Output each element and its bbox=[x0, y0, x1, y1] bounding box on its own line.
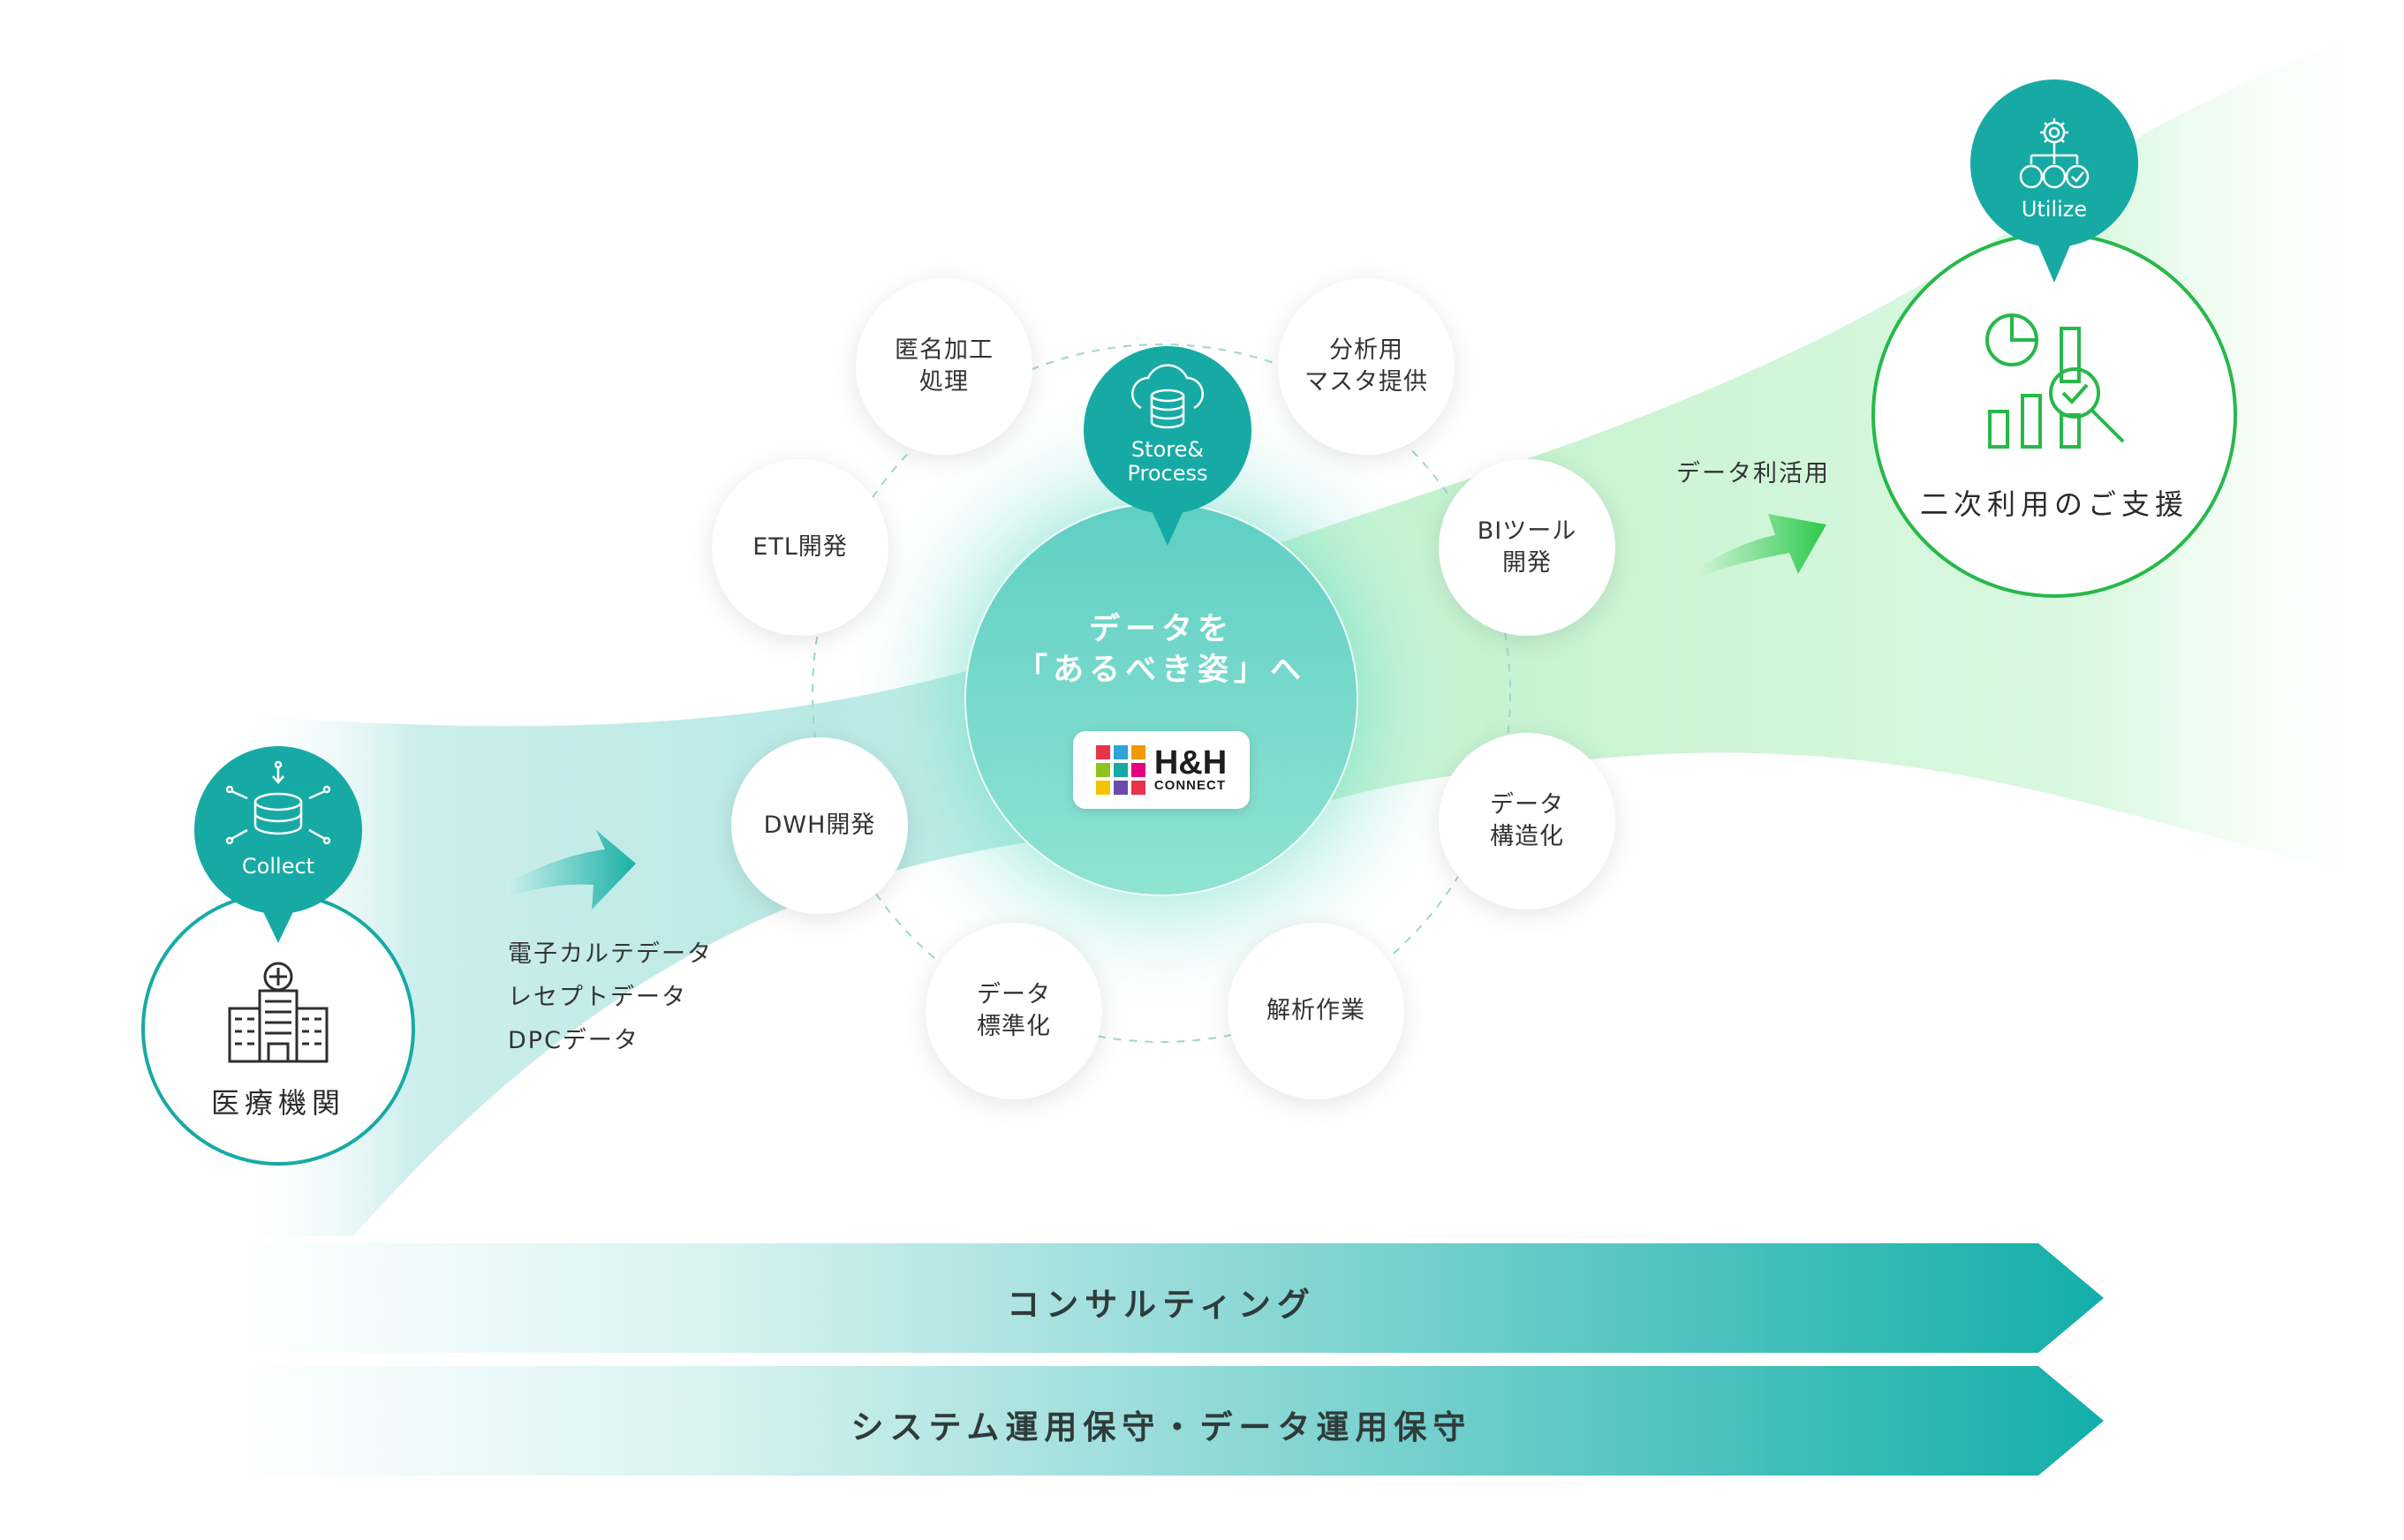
process-standardize: データ 標準化 bbox=[926, 923, 1102, 1099]
hh-connect-logo: H&H CONNECT bbox=[1073, 731, 1250, 809]
center-title: データを 「あるべき姿」へ bbox=[971, 609, 1351, 691]
process-analysis: 解析作業 bbox=[1228, 923, 1404, 1099]
collect-label: Collect bbox=[241, 854, 315, 879]
utilize-label: Utilize bbox=[2021, 197, 2088, 222]
process-etl: ETL開発 bbox=[712, 459, 888, 636]
utilize-arrow bbox=[1696, 514, 1826, 576]
logo-title: H&H bbox=[1153, 744, 1228, 781]
process-anonymize: 匿名加工 処理 bbox=[856, 278, 1032, 455]
center-circle bbox=[964, 502, 1358, 896]
store-label: Store& Process bbox=[1127, 437, 1208, 486]
utilize-bubble-tail bbox=[2033, 233, 2075, 283]
gear-hierarchy-icon bbox=[2019, 118, 2090, 189]
center-title-line1: データを bbox=[1088, 612, 1234, 647]
cloud-database-icon bbox=[1131, 364, 1204, 429]
collect-bubble-tail bbox=[258, 901, 299, 943]
data-type-dpc: DPCデータ bbox=[508, 1027, 639, 1054]
database-network-icon bbox=[225, 760, 331, 845]
data-type-ehr: 電子カルテデータ bbox=[508, 940, 713, 968]
store-bubble-tail bbox=[1146, 499, 1189, 546]
center-title-line2: 「あるべき姿」へ bbox=[1016, 653, 1306, 688]
collect-bubble bbox=[194, 746, 362, 914]
utilize-arrow-label: データ利活用 bbox=[1676, 460, 1830, 487]
collect-arrow bbox=[508, 830, 636, 910]
process-dwh: DWH開発 bbox=[731, 737, 908, 914]
data-type-receipt: レセプトデータ bbox=[508, 984, 687, 1011]
consulting-band bbox=[238, 1243, 2104, 1353]
band-maintenance: システム運用保守・データ運用保守 bbox=[850, 1408, 1472, 1446]
logo-mark-icon bbox=[1095, 745, 1145, 795]
utilize-flow bbox=[1219, 18, 2404, 883]
logo-subtitle: CONNECT bbox=[1153, 778, 1226, 793]
maintenance-band bbox=[238, 1366, 2104, 1476]
secondary-label: 二次利用のご支援 bbox=[1919, 487, 2189, 521]
hospital-label: 医療機関 bbox=[210, 1086, 345, 1120]
secondary-circle bbox=[1871, 232, 2237, 598]
process-structure: データ 構造化 bbox=[1439, 733, 1615, 910]
band-consulting: コンサルティング bbox=[1007, 1286, 1316, 1324]
process-orbit bbox=[812, 343, 1511, 1043]
process-master: 分析用 マスタ提供 bbox=[1278, 278, 1455, 455]
hospital-icon bbox=[228, 962, 329, 1063]
chart-magnifier-icon bbox=[1985, 313, 2125, 449]
store-bubble bbox=[1084, 346, 1251, 514]
process-bi: BIツール 開発 bbox=[1439, 459, 1615, 636]
